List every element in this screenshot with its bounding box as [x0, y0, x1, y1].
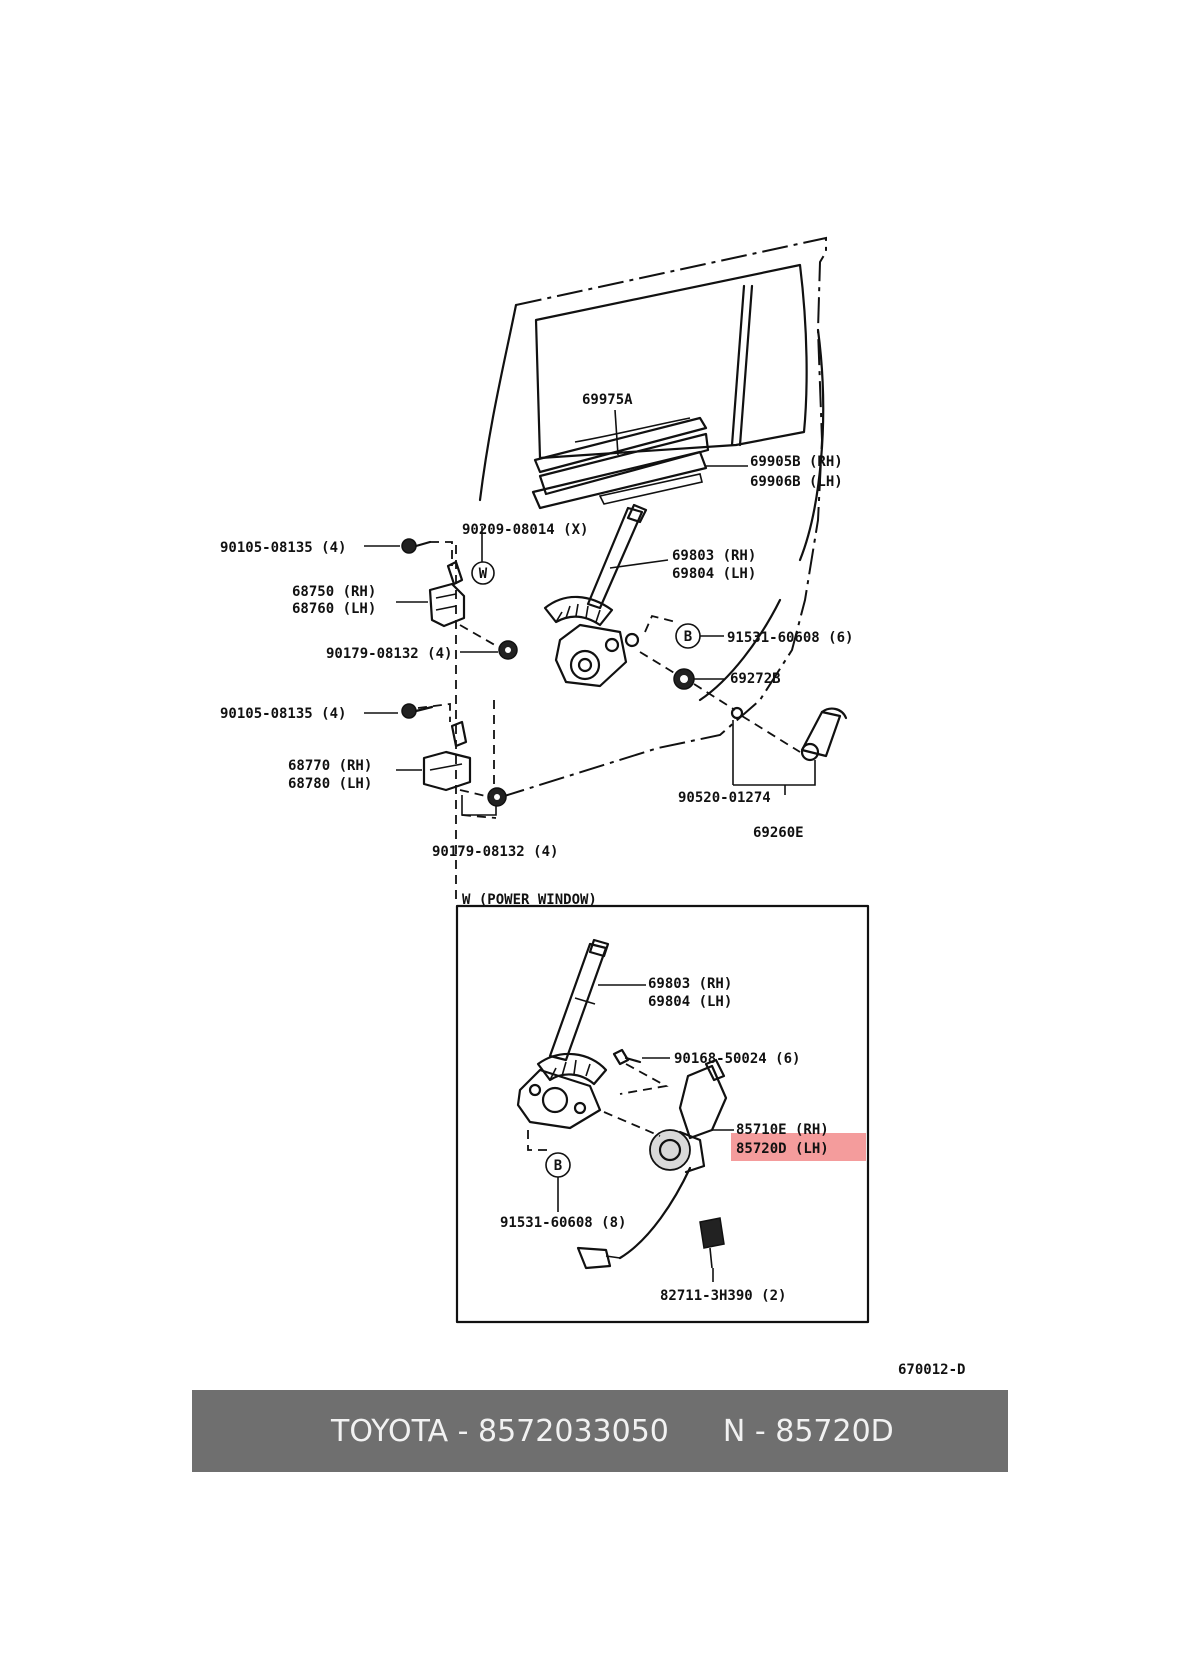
label-69804-upper: 69804 (LH): [672, 566, 756, 582]
part-labels: 69975A 69905B (RH) 69906B (LH) 90105-081…: [220, 392, 965, 1378]
nut: [487, 787, 507, 807]
label-69804-inset: 69804 (LH): [648, 994, 732, 1010]
callout-b-upper: B: [675, 623, 701, 649]
label-69260E: 69260E: [753, 825, 804, 841]
label-90520: 90520-01274: [678, 790, 771, 806]
label-90105-lower: 90105-08135 (4): [220, 706, 346, 722]
handle-clip: [730, 706, 744, 720]
label-85710E: 85710E (RH): [736, 1122, 829, 1138]
svg-text:B: B: [554, 1158, 562, 1174]
label-90105-upper: 90105-08135 (4): [220, 540, 346, 556]
oem-part-number: TOYOTA - 8572033050: [331, 1413, 669, 1449]
label-85720D: 85720D (LH): [736, 1141, 829, 1157]
part-number-banner: TOYOTA - 8572033050 N - 85720D: [192, 1390, 1008, 1472]
label-90209: 90209-08014 (X): [462, 522, 588, 538]
label-68750: 68750 (RH): [292, 584, 376, 600]
label-69906B: 69906B (LH): [750, 474, 843, 490]
label-68760: 68760 (LH): [292, 601, 376, 617]
bolt: [612, 1048, 642, 1066]
nut: [498, 640, 518, 660]
label-68780: 68780 (LH): [288, 776, 372, 792]
leader-lines: [364, 409, 816, 819]
bolt: [401, 703, 434, 719]
label-69975A: 69975A: [582, 392, 633, 408]
svg-text:W: W: [479, 566, 488, 582]
label-69803-upper: 69803 (RH): [672, 548, 756, 564]
window-regulator-manual: [543, 503, 648, 688]
window-regulator-power: [516, 938, 610, 1130]
label-69905B: 69905B (RH): [750, 454, 843, 470]
door-hinge-upper: [428, 560, 466, 628]
door-outline: [455, 236, 827, 905]
wiring-connector: [576, 1246, 621, 1270]
callout-b-lower: B: [545, 1152, 571, 1178]
regulator-nut-69272B: [673, 668, 695, 690]
glass-run-channel: [531, 416, 710, 510]
label-90168: 90168-50024 (6): [674, 1051, 800, 1067]
door-hinge-lower: [422, 720, 472, 792]
diagram-part-code: N - 85720D: [722, 1413, 894, 1449]
svg-text:B: B: [684, 629, 692, 645]
label-91531-inset: 91531-60608 (8): [500, 1215, 626, 1231]
window-crank-handle: [800, 707, 848, 762]
diagram-ref-code: 670012-D: [898, 1362, 965, 1378]
label-68770: 68770 (RH): [288, 758, 372, 774]
callout-w: W: [471, 561, 495, 585]
inset-title: W (POWER WINDOW): [462, 892, 597, 908]
label-82711: 82711-3H390 (2): [660, 1288, 786, 1304]
part-highlight: [731, 1133, 866, 1161]
label-91531-upper: 91531-60608 (6): [727, 630, 853, 646]
label-90179-lower: 90179-08132 (4): [432, 844, 558, 860]
wire-clip: [699, 1217, 725, 1269]
bolt: [401, 538, 432, 554]
power-window-inset: B: [455, 904, 870, 1324]
label-69272B: 69272B: [730, 671, 781, 687]
label-90179-upper: 90179-08132 (4): [326, 646, 452, 662]
label-69803-inset: 69803 (RH): [648, 976, 732, 992]
